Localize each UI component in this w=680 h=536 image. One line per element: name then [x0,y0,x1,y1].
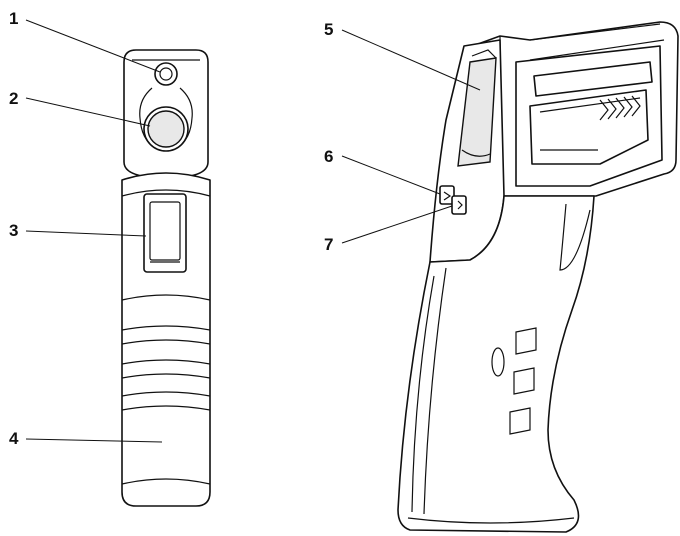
laser-aperture [154,62,178,86]
thermometer-front-view [121,49,211,507]
laser-button [451,195,467,215]
callout-label-4: 4 [9,429,19,448]
trigger-button [143,193,187,273]
callout-4: 4 [9,429,163,448]
sensor-window [529,89,649,165]
callout-3: 3 [9,221,147,240]
thermometer-gun-side-view [397,21,679,533]
callout-label-2: 2 [9,89,18,108]
callout-6: 6 [324,147,441,195]
mode-button [439,185,455,205]
callout-7: 7 [324,205,453,254]
callout-label-6: 6 [324,147,333,166]
callout-label-5: 5 [324,20,333,39]
callout-5: 5 [324,20,481,91]
callout-1: 1 [9,9,161,73]
callout-label-1: 1 [9,9,18,28]
callout-2: 2 [9,89,151,127]
battery-compartment [121,478,211,485]
callout-label-7: 7 [324,235,333,254]
gun-handle [397,195,595,533]
callout-label-3: 3 [9,221,18,240]
